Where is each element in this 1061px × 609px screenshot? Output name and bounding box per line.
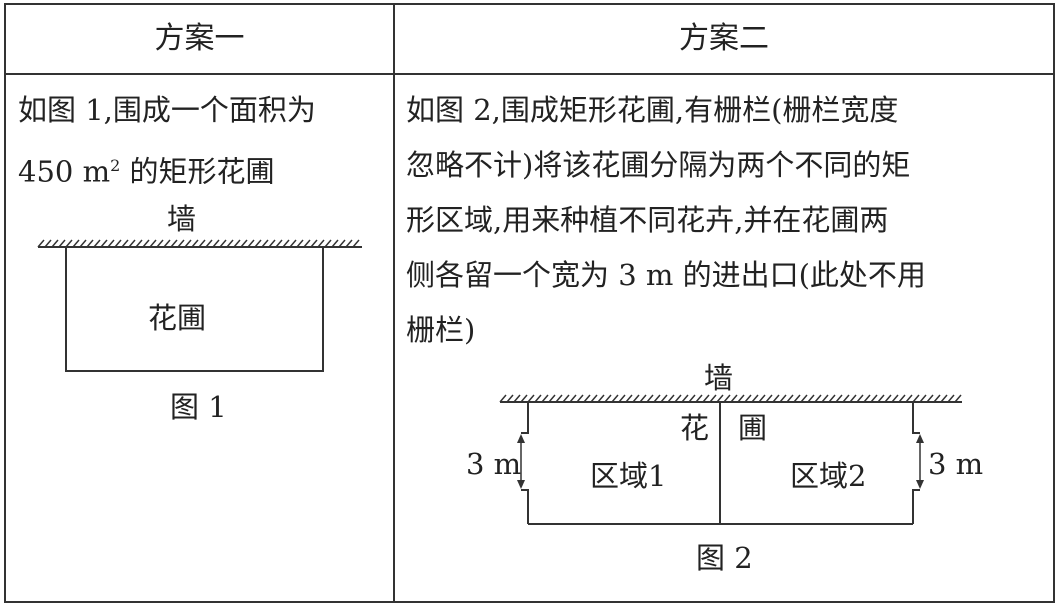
figure2-left-upper-fence xyxy=(521,402,529,434)
figure1-garden-label: 花圃 xyxy=(148,301,207,335)
figure2-left-dimension: 3 m xyxy=(466,447,522,481)
plan-table: 方案一 方案二 xyxy=(4,3,1055,603)
figure2-region1-label: 区域1 xyxy=(590,459,667,493)
plan1-text-line1: 如图 1,围成一个面积为 xyxy=(18,93,316,127)
column-divider xyxy=(393,5,395,601)
plan1-area-unit: m xyxy=(82,154,111,189)
figure2-right-dimension: 3 m xyxy=(928,447,984,481)
figure2-right-lower-fence xyxy=(912,489,920,524)
figure1-wall-hatching xyxy=(37,239,360,248)
plan2-text-line5: 栅栏) xyxy=(406,313,476,347)
plan1-text-rest: 的矩形花圃 xyxy=(129,154,275,189)
figure2-garden-char2: 圃 xyxy=(738,411,768,445)
figure2-right-dimension-arrow xyxy=(916,434,924,489)
plan2-text-line2: 忽略不计)将该花圃分隔为两个不同的矩 xyxy=(406,148,911,182)
header-divider xyxy=(6,73,1053,75)
figure1-wall-label: 墙 xyxy=(167,202,197,236)
figure1 xyxy=(37,239,362,372)
figure2-wall-label: 墙 xyxy=(704,361,734,395)
figure1-garden-rect xyxy=(65,247,324,372)
figure2-left-dimension-arrow xyxy=(517,434,525,489)
figure2-caption: 图 2 xyxy=(696,541,753,575)
plan2-text-line4: 侧各留一个宽为 3 m 的进出口(此处不用 xyxy=(406,258,926,292)
plan2-text-line1: 如图 2,围成矩形花圃,有栅栏(栅栏宽度 xyxy=(406,93,899,127)
header-plan1: 方案一 xyxy=(154,21,245,56)
figure2-garden-char1: 花 xyxy=(680,411,710,445)
plan1-area-exponent: 2 xyxy=(110,156,121,175)
header-plan2: 方案二 xyxy=(679,21,769,56)
figure2-wall-hatching xyxy=(499,394,962,403)
figure1-caption: 图 1 xyxy=(170,390,227,424)
plan1-area-number: 450 xyxy=(18,154,74,189)
plan2-text-line3: 形区域,用来种植不同花卉,并在花圃两 xyxy=(406,203,889,237)
figure2-right-upper-fence xyxy=(912,402,920,434)
figure2-region2-label: 区域2 xyxy=(790,459,867,493)
figure2-left-lower-fence xyxy=(521,489,529,524)
figure2 xyxy=(499,394,962,525)
plan1-text-line2: 450 m2 的矩形花圃 xyxy=(18,138,275,200)
